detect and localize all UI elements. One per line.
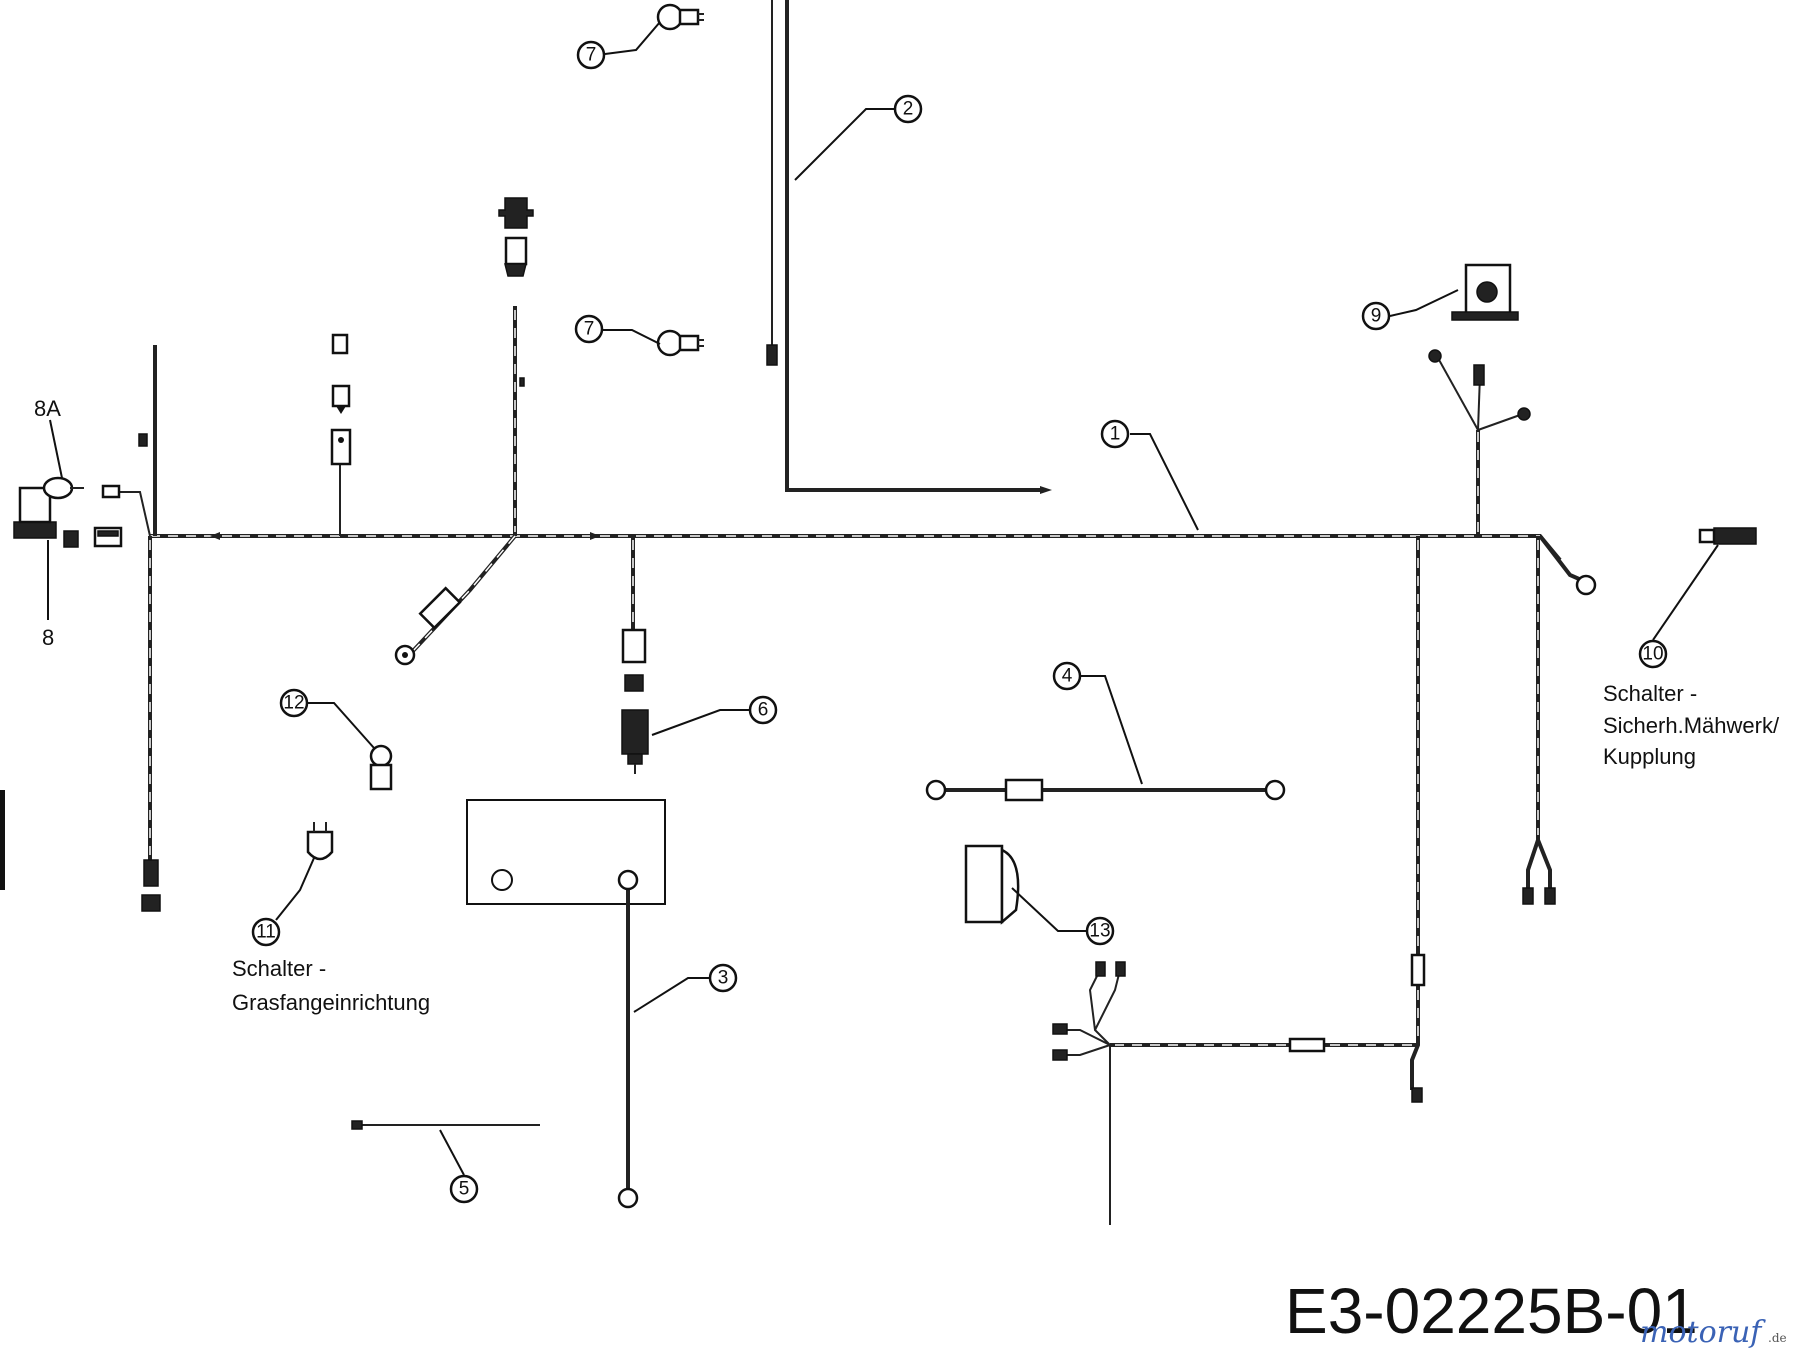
bulb-top [656, 3, 704, 31]
label-mower-clutch-line1: Schalter - [1603, 681, 1697, 706]
callout-13-label: 13 [1089, 921, 1110, 942]
label-grass-catcher-switch: Schalter - Grasfangeinrichtung [232, 956, 430, 1015]
cable-tie [351, 1120, 540, 1130]
callout-6-label: 6 [758, 700, 769, 721]
callout-8a-label: 8A [34, 396, 61, 421]
callout-9: 9 [1361, 289, 1459, 331]
battery-cable [466, 799, 666, 1209]
callout-11-label: 11 [256, 922, 276, 943]
callout-13: 13 [1011, 887, 1115, 946]
watermark-suffix: .de [1768, 1331, 1787, 1345]
mower-clutch-switch [1698, 527, 1757, 545]
callout-7-top-label: 7 [586, 45, 597, 66]
callout-3: 3 [633, 963, 738, 1013]
part-12-component [369, 744, 393, 791]
bulb-middle [656, 329, 704, 357]
callout-9-label: 9 [1371, 306, 1382, 327]
callout-7-middle-label: 7 [584, 319, 595, 340]
callout-7-top: 7 [576, 21, 661, 70]
callout-8-label: 8 [42, 625, 54, 650]
callout-8: 8 [42, 540, 54, 650]
watermark-brand: motoruf [1640, 1315, 1766, 1350]
callout-1-label: 1 [1110, 424, 1121, 445]
harness-connectors [63, 197, 1597, 1103]
callout-4-label: 4 [1062, 666, 1073, 687]
callout-5-label: 5 [459, 1179, 470, 1200]
watermark: motoruf .de [1640, 1315, 1787, 1350]
callout-12: 12 [279, 688, 375, 749]
grass-catcher-switch [306, 822, 334, 861]
callout-5: 5 [439, 1129, 479, 1204]
drawing-code: E3-02225B-01 [1285, 1275, 1698, 1347]
label-grass-catcher-line1: Schalter - [232, 956, 326, 981]
part-6-switch [621, 709, 649, 774]
label-grass-catcher-line2: Grasfangeinrichtung [232, 990, 430, 1015]
main-harness [138, 306, 1587, 1225]
callout-2: 2 [794, 94, 923, 181]
callout-7-middle: 7 [574, 314, 661, 345]
part-2-wire [766, 0, 1052, 494]
label-mower-clutch-line2: Sicherh.Mähwerk/ [1603, 713, 1780, 738]
callout-8a: 8A [34, 396, 63, 479]
callout-11: 11 [251, 857, 315, 947]
callout-10-label: 10 [1642, 644, 1663, 665]
callout-4: 4 [1052, 661, 1143, 785]
callout-bubbles: 1 2 3 4 5 6 [34, 21, 1719, 1204]
part-13-component [964, 844, 1020, 925]
ignition-switch [13, 476, 84, 539]
label-mower-clutch-switch: Schalter - Sicherh.Mähwerk/ Kupplung [1603, 681, 1780, 769]
callout-3-label: 3 [718, 968, 729, 989]
part-9-component [1451, 263, 1519, 321]
callout-2-label: 2 [903, 99, 914, 120]
part-4-cable [925, 778, 1286, 802]
left-border-mark [0, 790, 5, 890]
callout-6: 6 [651, 695, 778, 736]
callout-1: 1 [1100, 419, 1199, 531]
callout-12-label: 12 [283, 693, 304, 714]
callout-10: 10 [1638, 544, 1719, 669]
label-mower-clutch-line3: Kupplung [1603, 744, 1696, 769]
